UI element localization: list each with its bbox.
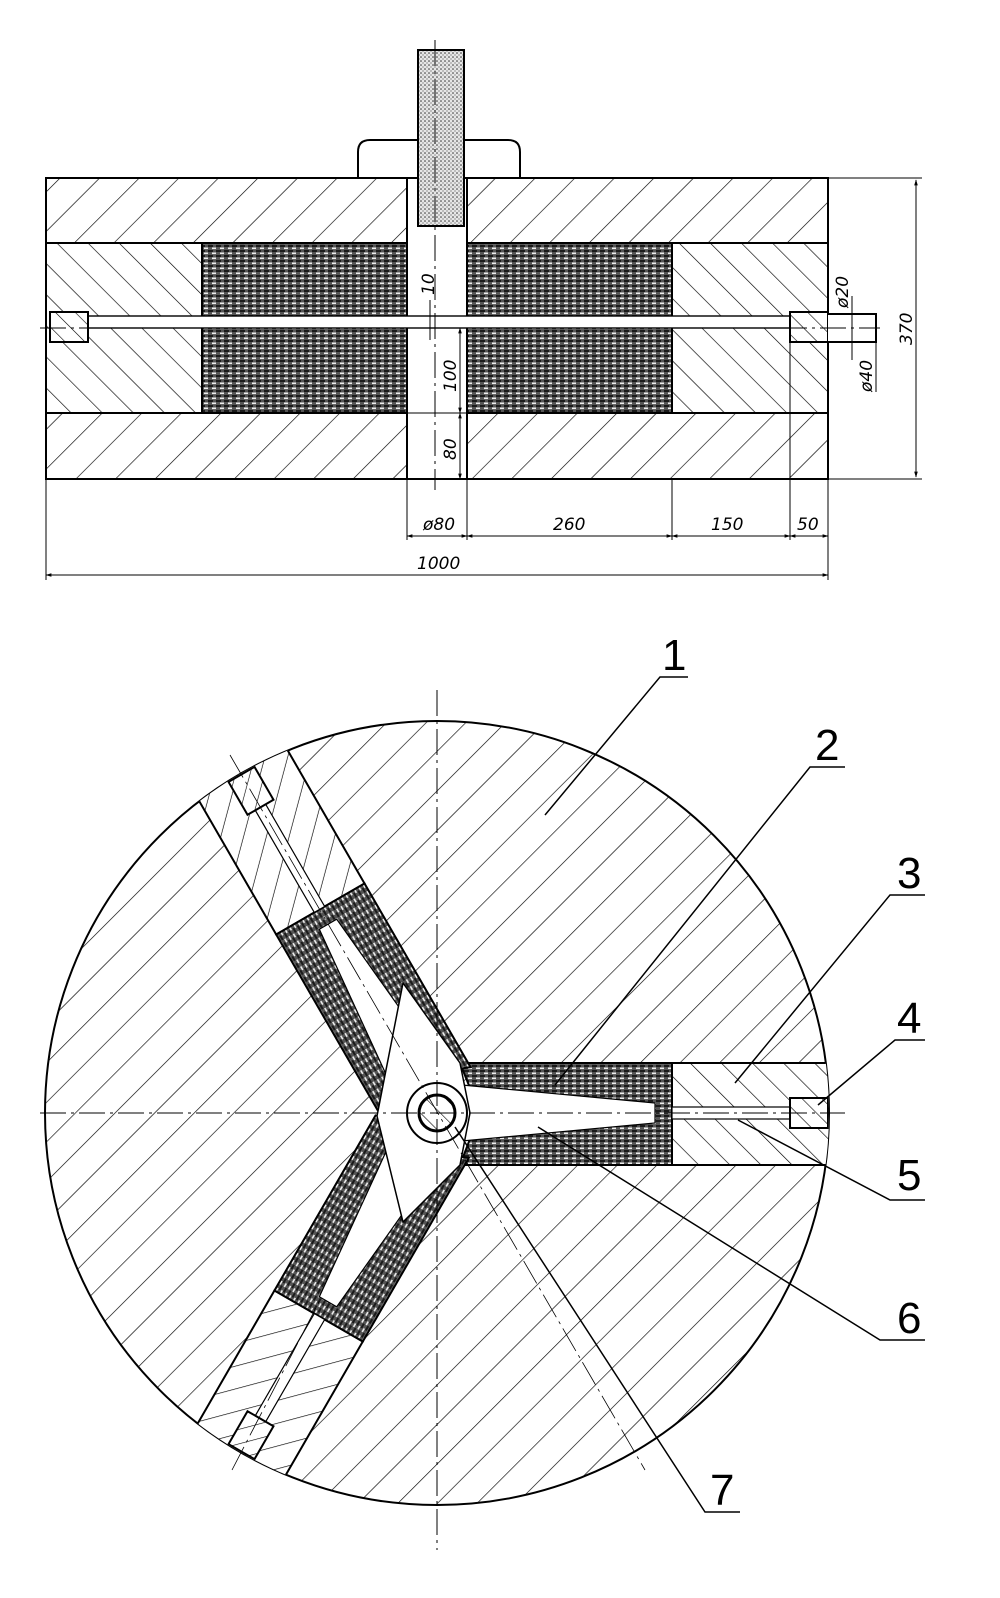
dim-50: 50	[797, 515, 819, 535]
arm-right	[458, 1062, 829, 1166]
radial-channel	[87, 315, 791, 329]
dim-10: 10	[419, 273, 439, 295]
dim-370: 370	[897, 313, 917, 345]
callout-4: 4	[897, 994, 921, 1043]
callout-1: 1	[662, 631, 686, 680]
vertical-rod	[417, 49, 465, 227]
plug-right	[789, 311, 829, 343]
dim-100: 100	[441, 360, 461, 392]
callout-7: 7	[710, 1466, 734, 1515]
dim-d40: ø40	[857, 360, 877, 393]
callout-5: 5	[897, 1151, 921, 1200]
callout-6: 6	[897, 1294, 921, 1343]
dim-d20: ø20	[833, 276, 853, 309]
dim-80: 80	[441, 438, 461, 460]
section-view: ø80 260 150 50 1000 10 100 80 370 ø20 ø4…	[40, 40, 922, 580]
dim-1000: 1000	[417, 554, 460, 574]
dim-150: 150	[711, 515, 743, 535]
dim-260: 260	[553, 515, 585, 535]
dim-d80: ø80	[422, 515, 455, 535]
plug-left	[49, 311, 89, 343]
plan-view: 1 2 3 4 5 6 7	[40, 631, 925, 1550]
callout-2: 2	[815, 721, 839, 770]
callout-3: 3	[897, 849, 921, 898]
